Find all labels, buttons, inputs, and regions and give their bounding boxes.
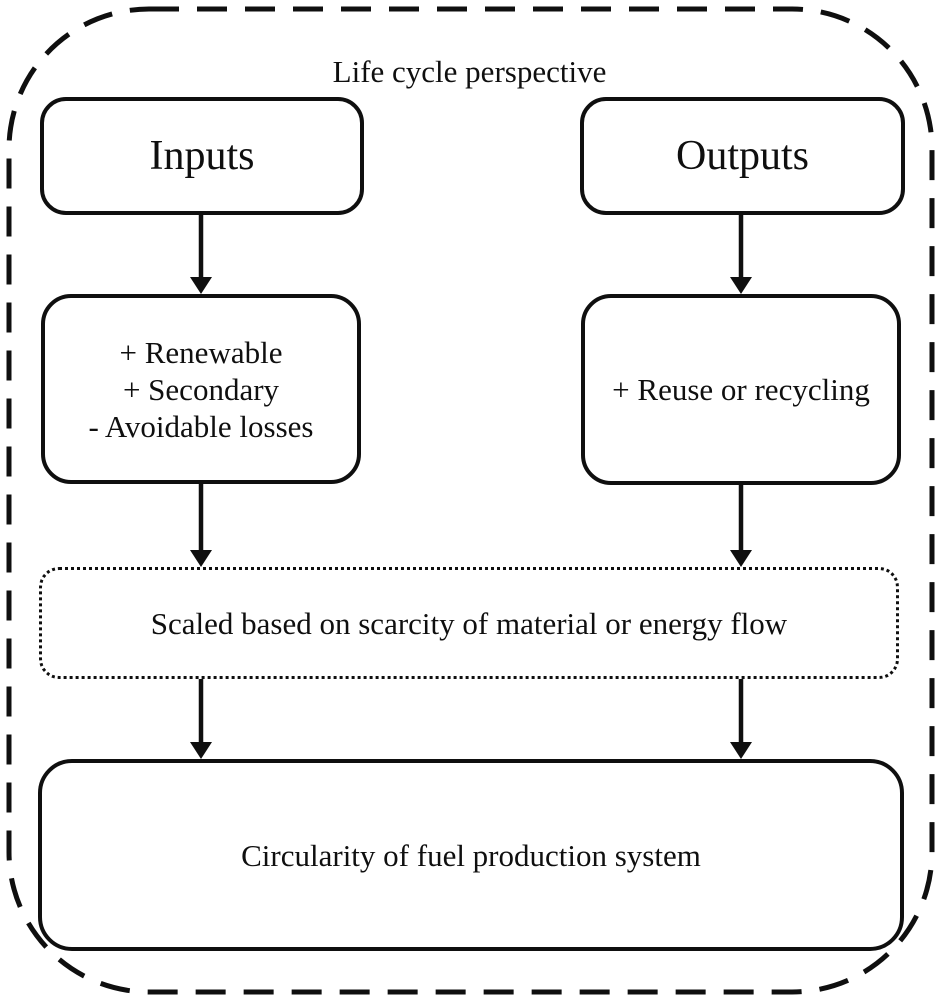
- circularity-box-label: Circularity of fuel production system: [241, 837, 701, 873]
- input-adjustments-box: + Renewable + Secondary - Avoidable loss…: [41, 294, 361, 484]
- input-adjustments-line-secondary: + Secondary: [122, 371, 280, 407]
- input-adjustments-line-renewable: + Renewable: [119, 334, 283, 370]
- arrow-scaling-to-circularity-right: [730, 679, 752, 759]
- arrow-output-adjustments-to-scaling: [730, 485, 752, 567]
- inputs-box: Inputs: [40, 97, 364, 215]
- scaling-box-label: Scaled based on scarcity of material or …: [150, 605, 788, 641]
- arrow-outputs-to-output-adjustments: [730, 215, 752, 294]
- outputs-box: Outputs: [580, 97, 905, 215]
- system-boundary-dashed-border: [6, 6, 935, 995]
- output-adjustments-box: + Reuse or recycling: [581, 294, 901, 485]
- input-adjustments-line-avoidable-losses: - Avoidable losses: [88, 408, 314, 444]
- arrow-input-adjustments-to-scaling: [190, 484, 212, 567]
- scaling-box: Scaled based on scarcity of material or …: [39, 567, 899, 679]
- output-adjustments-box-label: + Reuse or recycling: [612, 372, 870, 407]
- arrow-inputs-to-input-adjustments: [190, 215, 212, 294]
- circularity-box: Circularity of fuel production system: [38, 759, 904, 951]
- inputs-box-label: Inputs: [149, 133, 255, 179]
- diagram-title: Life cycle perspective: [332, 54, 607, 89]
- arrow-scaling-to-circularity-left: [190, 679, 212, 759]
- outputs-box-label: Outputs: [675, 133, 809, 179]
